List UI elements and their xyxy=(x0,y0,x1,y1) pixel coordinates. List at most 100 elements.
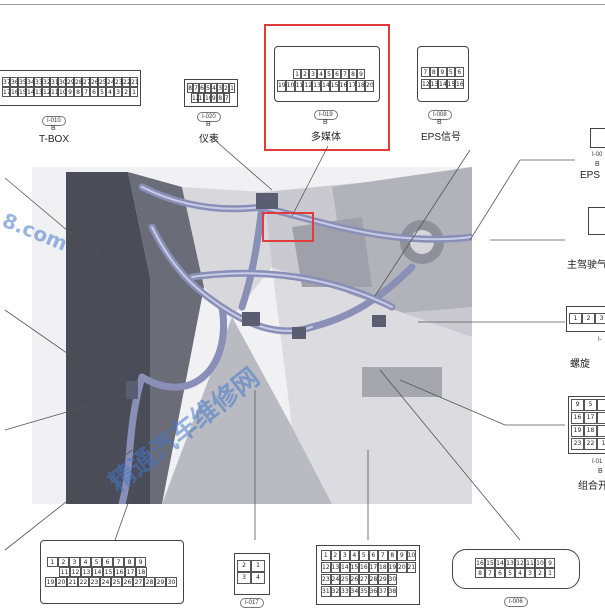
tbox-pin: 32 xyxy=(42,77,51,87)
dash-pin: 7 xyxy=(223,93,230,103)
bottom-left-pin: 30 xyxy=(166,577,177,587)
dash-pin: 4 xyxy=(211,83,217,93)
bottom-left-pin: 22 xyxy=(78,577,89,587)
right-combo-letter: B xyxy=(598,468,603,475)
bottom-right-pin: 16 xyxy=(475,558,485,568)
media-pin: 20 xyxy=(365,80,374,92)
bottom-right-pin: 11 xyxy=(525,558,535,568)
combo-pin: 18 xyxy=(584,425,597,437)
bottom-right-pin: 2 xyxy=(535,568,545,578)
spiral-pin: 3 xyxy=(595,313,605,324)
bottom-left-pin: 16 xyxy=(114,567,125,577)
media-highlight-box xyxy=(264,24,390,151)
media-pin: 1 xyxy=(293,69,301,79)
bottom-right-pin: 10 xyxy=(535,558,545,568)
combo-pin: 17 xyxy=(584,412,597,424)
bottom-mid-pin: 28 xyxy=(368,574,378,585)
bottom-right-pin: 4 xyxy=(515,568,525,578)
combo-pin: 22 xyxy=(584,438,597,450)
bottom-left-pin: 1 xyxy=(47,557,58,567)
bottom-right-pin: 9 xyxy=(545,558,555,568)
bottom-mid-pin: 8 xyxy=(387,550,397,561)
media-location-highlight xyxy=(262,212,314,242)
combo-pin: 23 xyxy=(571,438,584,450)
bottom-right-pin: 5 xyxy=(505,568,515,578)
dash-pin: 11 xyxy=(197,93,207,103)
bottom-mid-pin: 21 xyxy=(406,562,416,573)
tbox-pin: 33 xyxy=(34,77,43,87)
bottom-mid-pin: 15 xyxy=(349,562,359,573)
dash-pin: 8 xyxy=(217,93,224,103)
tbox-pin: 37 xyxy=(2,77,11,87)
bottom-left-pin: 14 xyxy=(92,567,103,577)
eps-pin: 8 xyxy=(429,67,438,77)
bottom-left-pin: 24 xyxy=(100,577,111,587)
tbox-pin: 3 xyxy=(114,87,122,97)
tbox-letter: B xyxy=(51,125,56,132)
tbox-code: I-010 xyxy=(42,116,66,126)
bottom-mid-pin: 32 xyxy=(330,586,340,597)
media-label: 多媒体 xyxy=(311,132,341,143)
bottom-mid-pin: 30 xyxy=(387,574,397,585)
top-rule xyxy=(0,4,605,5)
bottom-right-pin: 13 xyxy=(505,558,515,568)
bottom-mid-pin: 24 xyxy=(330,574,340,585)
tbox-pin: 28 xyxy=(74,77,83,87)
bottom-left-pin: 12 xyxy=(70,567,81,577)
dash-label: 仪表 xyxy=(199,134,219,145)
eps-letter: B xyxy=(437,119,442,126)
bottom-left-pin: 15 xyxy=(103,567,114,577)
bottom-mid-pin: 2 xyxy=(330,550,340,561)
bottom-mid-pin: 5 xyxy=(359,550,369,561)
tbox-pin: 35 xyxy=(18,77,27,87)
bottom-mid-pin: 26 xyxy=(349,574,359,585)
tbox-pin: 1 xyxy=(130,87,138,97)
media-pin: 14 xyxy=(321,80,330,92)
bottom-left-pin: 2 xyxy=(58,557,69,567)
right-driver-connector[interactable] xyxy=(588,207,605,235)
harness-photo xyxy=(32,167,472,504)
eps-pin: 12 xyxy=(421,79,430,89)
bottom-mid-pin: 25 xyxy=(340,574,350,585)
media-pin: 7 xyxy=(341,69,349,79)
combo-pin xyxy=(597,412,605,424)
right-eps-letter: B xyxy=(595,161,600,168)
right-eps-connector[interactable] xyxy=(590,128,605,148)
right-combo-label: 组合开 xyxy=(578,481,605,492)
eps-pin: 6 xyxy=(455,67,464,77)
bottom-right-pin: 12 xyxy=(515,558,525,568)
bottom-right-pin: 8 xyxy=(475,568,485,578)
dash-pin: 10 xyxy=(204,93,213,103)
eps-label: EPS信号 xyxy=(420,132,461,143)
tbox-pin: 21 xyxy=(130,77,139,87)
media-pin: 3 xyxy=(309,69,317,79)
bottom-left-pin: 27 xyxy=(133,577,144,587)
bottom-mid-pin: 4 xyxy=(349,550,359,561)
spiral-pin: 1 xyxy=(569,313,582,324)
bottom-mid-pin: 13 xyxy=(330,562,340,573)
eps-pin: 13 xyxy=(429,79,439,89)
tbox-pin: 16 xyxy=(10,87,19,97)
bottom-left-pin: 23 xyxy=(89,577,100,587)
eps-pin: 9 xyxy=(438,67,447,77)
bottom-mid-pin: 34 xyxy=(349,586,359,597)
bottom-small-code: I-017 xyxy=(240,598,264,608)
bottom-mid-pin: 14 xyxy=(340,562,350,573)
dash-pin: 6 xyxy=(199,83,205,93)
combo-pin: 19 xyxy=(571,425,584,437)
tbox-pin: 5 xyxy=(98,87,106,97)
bottom-right-pin: 1 xyxy=(545,568,555,578)
bottom-left-pin: 9 xyxy=(135,557,146,567)
bottom-right-pin: 3 xyxy=(525,568,535,578)
